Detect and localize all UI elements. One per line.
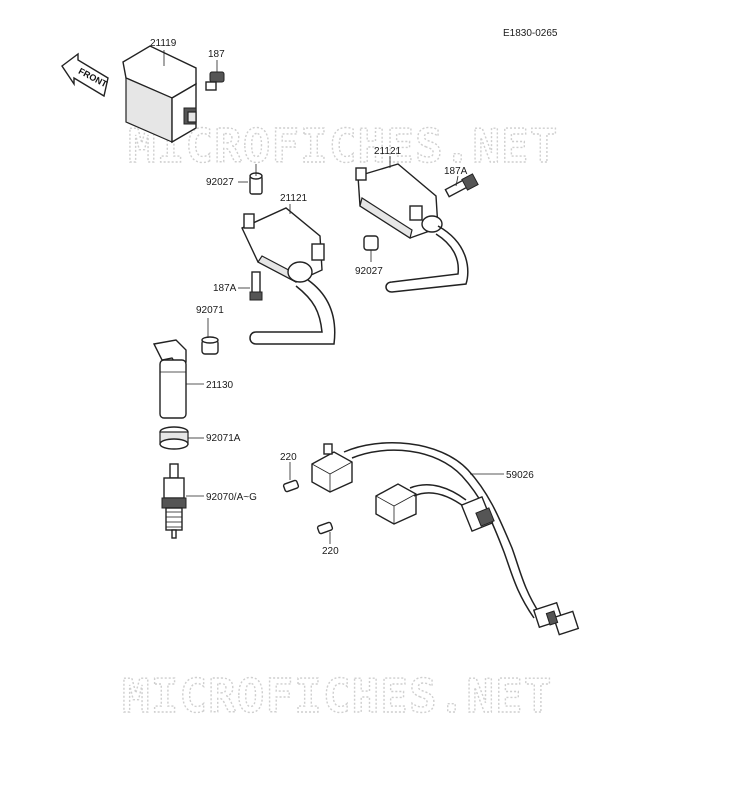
watermark-top: MICROFICHES.NET <box>128 119 558 173</box>
callout-ignitor: 21119 <box>150 38 177 49</box>
callout-screw-upper: 220 <box>280 452 297 463</box>
spark-plug-cap <box>152 339 187 419</box>
diagram-code: E1830-0265 <box>503 28 558 39</box>
spark-plug-seal <box>159 426 189 450</box>
ignitor-screw <box>205 71 225 91</box>
ignition-coil-right <box>355 163 443 239</box>
coil-cap-right <box>363 235 379 251</box>
callout-cap-left: 92027 <box>206 177 234 188</box>
callout-coil-left: 21121 <box>280 193 308 204</box>
coil-bolt-left <box>249 271 263 301</box>
callout-boot-seal: 92071 <box>196 305 224 316</box>
pickup-unit-lower <box>375 483 417 525</box>
callout-spark-plug: 92070/A~G <box>206 492 257 503</box>
screw-lower <box>316 521 334 535</box>
front-arrow-icon: FRONT <box>61 52 109 98</box>
ignition-coil-left <box>241 172 325 283</box>
ignitor-unit <box>122 45 197 144</box>
watermark-bottom: MICROFICHES.NET <box>122 669 552 723</box>
boot-seal <box>201 336 219 355</box>
callout-harness: 59026 <box>506 470 534 481</box>
callout-ignitor-screw: 187 <box>208 49 225 60</box>
harness-connector-mid <box>460 495 495 533</box>
harness-connector-end <box>532 601 580 636</box>
coil-bolt-right <box>444 173 479 198</box>
callout-bolt-left: 187A <box>213 283 237 294</box>
callout-cap-right: 92027 <box>355 266 383 277</box>
spark-plug <box>161 463 187 539</box>
callout-bolt-right: 187A <box>444 166 468 177</box>
callout-screw-lower: 220 <box>322 546 339 557</box>
callout-coil-right: 21121 <box>374 146 402 157</box>
callout-plug-seal: 92071A <box>206 433 241 444</box>
callout-plug-cap: 21130 <box>206 380 234 391</box>
screw-upper <box>282 479 300 493</box>
pickup-unit-upper <box>311 443 353 493</box>
